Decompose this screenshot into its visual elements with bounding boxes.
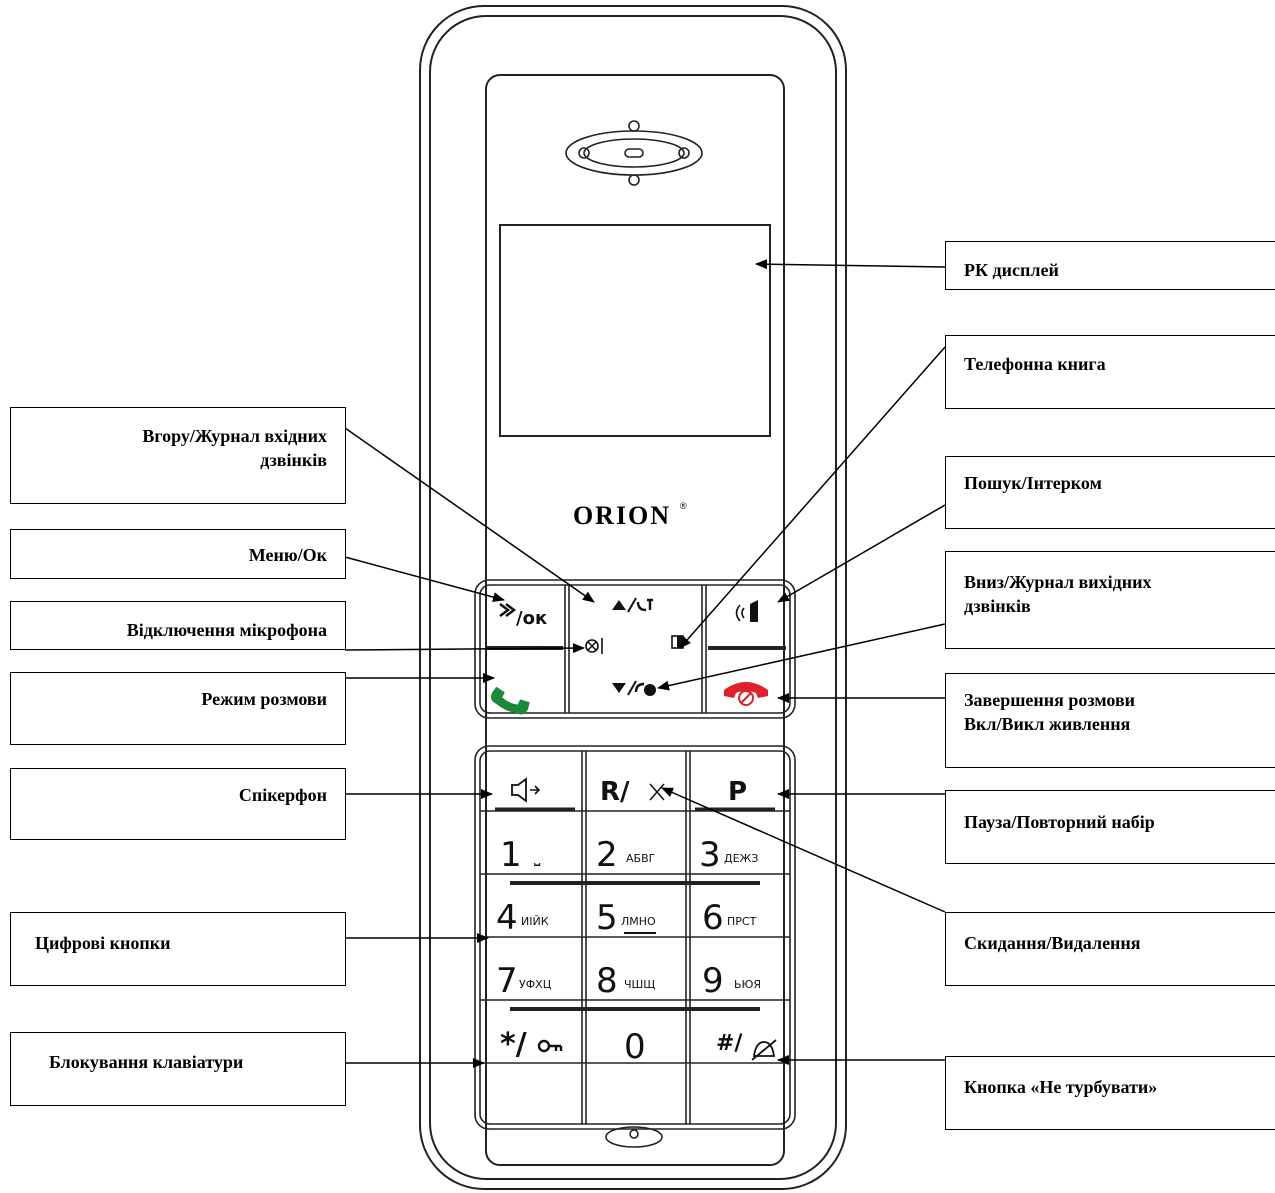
digit-key-9[interactable]: 9 ЬЮЯ (702, 961, 761, 1001)
brand-logo: ORION (573, 501, 671, 530)
label-lcd-text: РК дисплей (964, 260, 1059, 280)
digit-key-3[interactable]: 3 ДЕЖЗ (699, 835, 758, 875)
digit-8: 8 (596, 961, 618, 1001)
digit-key-4[interactable]: 4 ИІЙК (496, 898, 549, 938)
label-phonebook: Телефонна книга (945, 335, 1275, 409)
menu-ok-key[interactable]: /ок (499, 603, 547, 629)
end-key[interactable] (724, 682, 768, 706)
digit-1-sub: ⎵ (534, 847, 541, 866)
label-talk-text: Режим розмови (201, 689, 327, 709)
star-key-label: */ (500, 1027, 527, 1062)
menu-ok-key-label: /ок (516, 608, 547, 629)
label-talk: Режим розмови (10, 672, 346, 745)
earpiece (565, 120, 703, 186)
digit-2: 2 (596, 835, 618, 875)
down-key[interactable] (612, 680, 656, 696)
digit-8-letters: ЧШЩ (624, 978, 655, 991)
label-speaker: Спікерфон (10, 768, 346, 840)
speaker-key[interactable] (511, 777, 541, 803)
digit-key-7[interactable]: 7 УФХЦ (496, 961, 552, 1001)
label-phonebook-text: Телефонна книга (964, 354, 1106, 374)
label-keylock: Блокування клавіатури (10, 1032, 346, 1106)
hash-key-label: #/ (716, 1031, 743, 1056)
label-mic-mute: Відключення мікрофона (10, 601, 346, 650)
label-pause-redial: Пауза/Повторний набір (945, 790, 1275, 864)
digit-6-letters: ПРСТ (727, 915, 757, 928)
digit-key-8[interactable]: 8 ЧШЩ (596, 961, 655, 1001)
talk-key[interactable] (488, 678, 533, 723)
label-end-power: Завершення розмови Вкл/Викл живлення (945, 673, 1275, 768)
label-lcd: РК дисплей (945, 241, 1275, 290)
speaker-icon (511, 777, 527, 803)
handset-signal-icon (750, 600, 758, 622)
label-mic-mute-text: Відключення мікрофона (126, 620, 327, 640)
incoming-call-icon (636, 601, 647, 612)
paging-key[interactable] (735, 600, 759, 622)
label-end-line1: Завершення розмови (964, 690, 1136, 710)
digit-4-letters: ИІЙК (521, 915, 549, 928)
label-up-incoming: Вгору/Журнал вхідних дзвінків (10, 407, 346, 504)
digit-1: 1 (500, 835, 522, 875)
keylock-key[interactable]: */ (500, 1027, 563, 1062)
digit-key-2[interactable]: 2 АБВГ (596, 835, 656, 875)
label-digits: Цифрові кнопки (10, 912, 346, 986)
label-digits-text: Цифрові кнопки (35, 933, 171, 953)
digit-2-letters: АБВГ (626, 852, 656, 865)
label-speaker-text: Спікерфон (238, 785, 327, 805)
handset-body (419, 5, 847, 1190)
mute-icon (585, 639, 599, 653)
digit-key-5[interactable]: 5 ЛМНО (596, 898, 656, 938)
bell-off-icon (751, 1039, 777, 1061)
label-reset-delete: Скидання/Видалення (945, 912, 1275, 986)
label-up-incoming-line2: дзвінків (260, 450, 327, 470)
digit-key-0[interactable]: 0 (624, 1027, 646, 1067)
digit-5: 5 (596, 898, 618, 938)
digit-3: 3 (699, 835, 721, 875)
digit-5-letters: ЛМНО (621, 915, 656, 928)
label-reset-delete-text: Скидання/Видалення (964, 933, 1141, 953)
label-menu-ok-text: Меню/Ок (248, 545, 327, 565)
label-end-line2: Вкл/Викл живлення (964, 714, 1131, 734)
menu-icon (499, 603, 517, 617)
lcd-display (499, 224, 771, 437)
digit-key-1[interactable]: 1 ⎵ (500, 835, 541, 875)
outgoing-call-icon (634, 682, 645, 693)
digit-9-letters: ЬЮЯ (734, 978, 761, 991)
label-paging-text: Пошук/Інтерком (964, 473, 1102, 493)
digit-9: 9 (702, 961, 724, 1001)
up-key[interactable] (612, 597, 653, 613)
mute-key[interactable] (585, 638, 603, 654)
digit-6: 6 (702, 898, 724, 938)
digit-7: 7 (496, 961, 518, 1001)
digit-key-6[interactable]: 6 ПРСТ (702, 898, 757, 938)
label-dnd: Кнопка «Не турбувати» (945, 1056, 1275, 1130)
label-up-incoming-line1: Вгору/Журнал вхідних (142, 426, 327, 446)
pause-redial-key[interactable]: P (728, 777, 747, 807)
brand-registered-mark: ® (680, 501, 687, 511)
digit-3-letters: ДЕЖЗ (724, 852, 758, 865)
key-lock-icon (537, 1039, 563, 1053)
leader-lines (344, 259, 946, 1068)
dnd-key[interactable]: #/ (716, 1031, 777, 1061)
label-pause-redial-text: Пауза/Повторний набір (964, 812, 1155, 832)
digit-4: 4 (496, 898, 518, 938)
reset-delete-key[interactable]: R/ (600, 777, 665, 807)
label-dnd-text: Кнопка «Не турбувати» (964, 1077, 1158, 1097)
label-keylock-text: Блокування клавіатури (49, 1052, 244, 1072)
label-down-outgoing: Вниз/Журнал вихідних дзвінків (945, 551, 1275, 649)
down-arrow-icon (612, 683, 626, 693)
digit-7-letters: УФХЦ (519, 978, 552, 991)
up-arrow-icon (612, 600, 626, 610)
label-menu-ok: Меню/Ок (10, 529, 346, 579)
label-down-outgoing-line2: дзвінків (964, 596, 1031, 616)
delete-icon (649, 783, 665, 801)
reset-key-label: R/ (600, 777, 630, 807)
label-down-outgoing-line1: Вниз/Журнал вихідних (964, 572, 1152, 592)
label-paging: Пошук/Інтерком (945, 456, 1275, 529)
microphone (605, 1126, 663, 1148)
